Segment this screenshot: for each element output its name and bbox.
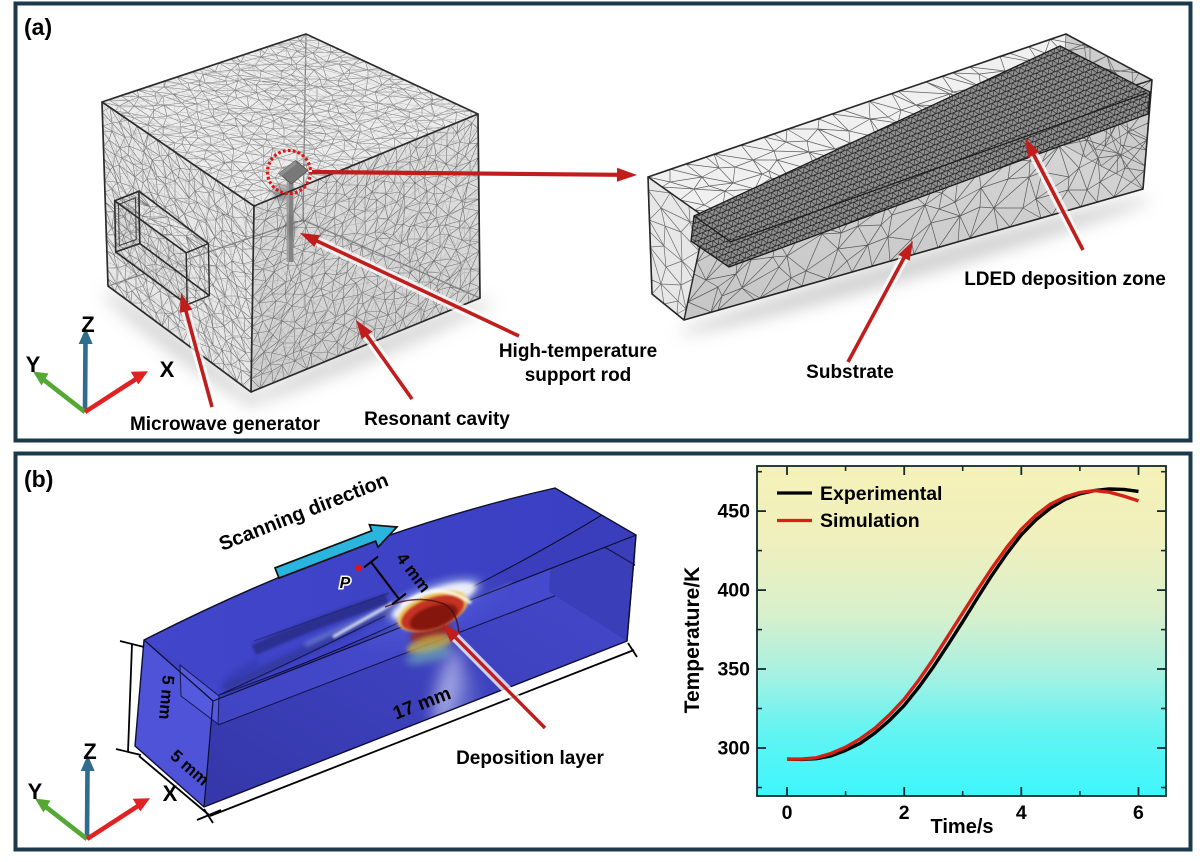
svg-text:400: 400 (717, 580, 750, 602)
svg-text:4: 4 (1016, 802, 1027, 824)
svg-text:Resonant cavity: Resonant cavity (364, 409, 510, 430)
svg-text:Experimental: Experimental (820, 483, 942, 505)
svg-text:X: X (160, 357, 175, 382)
svg-text:Z: Z (83, 739, 96, 764)
svg-text:6: 6 (1133, 802, 1144, 824)
svg-text:Simulation: Simulation (820, 510, 920, 532)
svg-text:Microwave generator: Microwave generator (130, 414, 321, 435)
svg-text:Y: Y (26, 352, 41, 377)
svg-text:(b): (b) (24, 466, 53, 492)
svg-text:Y: Y (28, 779, 43, 804)
svg-text:P: P (340, 575, 351, 592)
svg-text:X: X (163, 781, 178, 806)
svg-text:2: 2 (899, 802, 910, 824)
svg-text:350: 350 (717, 659, 750, 681)
svg-text:450: 450 (717, 501, 750, 523)
svg-text:Deposition layer: Deposition layer (456, 748, 604, 769)
svg-text:Substrate: Substrate (806, 362, 894, 383)
svg-text:Z: Z (81, 312, 94, 337)
svg-text:0: 0 (782, 802, 793, 824)
svg-text:High-temperature: High-temperature (499, 341, 657, 362)
svg-text:Time/s: Time/s (931, 816, 994, 838)
svg-text:(a): (a) (24, 14, 52, 40)
svg-text:5 mm: 5 mm (155, 675, 178, 721)
svg-text:support rod: support rod (525, 365, 632, 386)
svg-text:300: 300 (717, 738, 750, 760)
svg-text:LDED deposition zone: LDED deposition zone (964, 269, 1166, 290)
svg-text:Temperature/K: Temperature/K (681, 567, 704, 714)
